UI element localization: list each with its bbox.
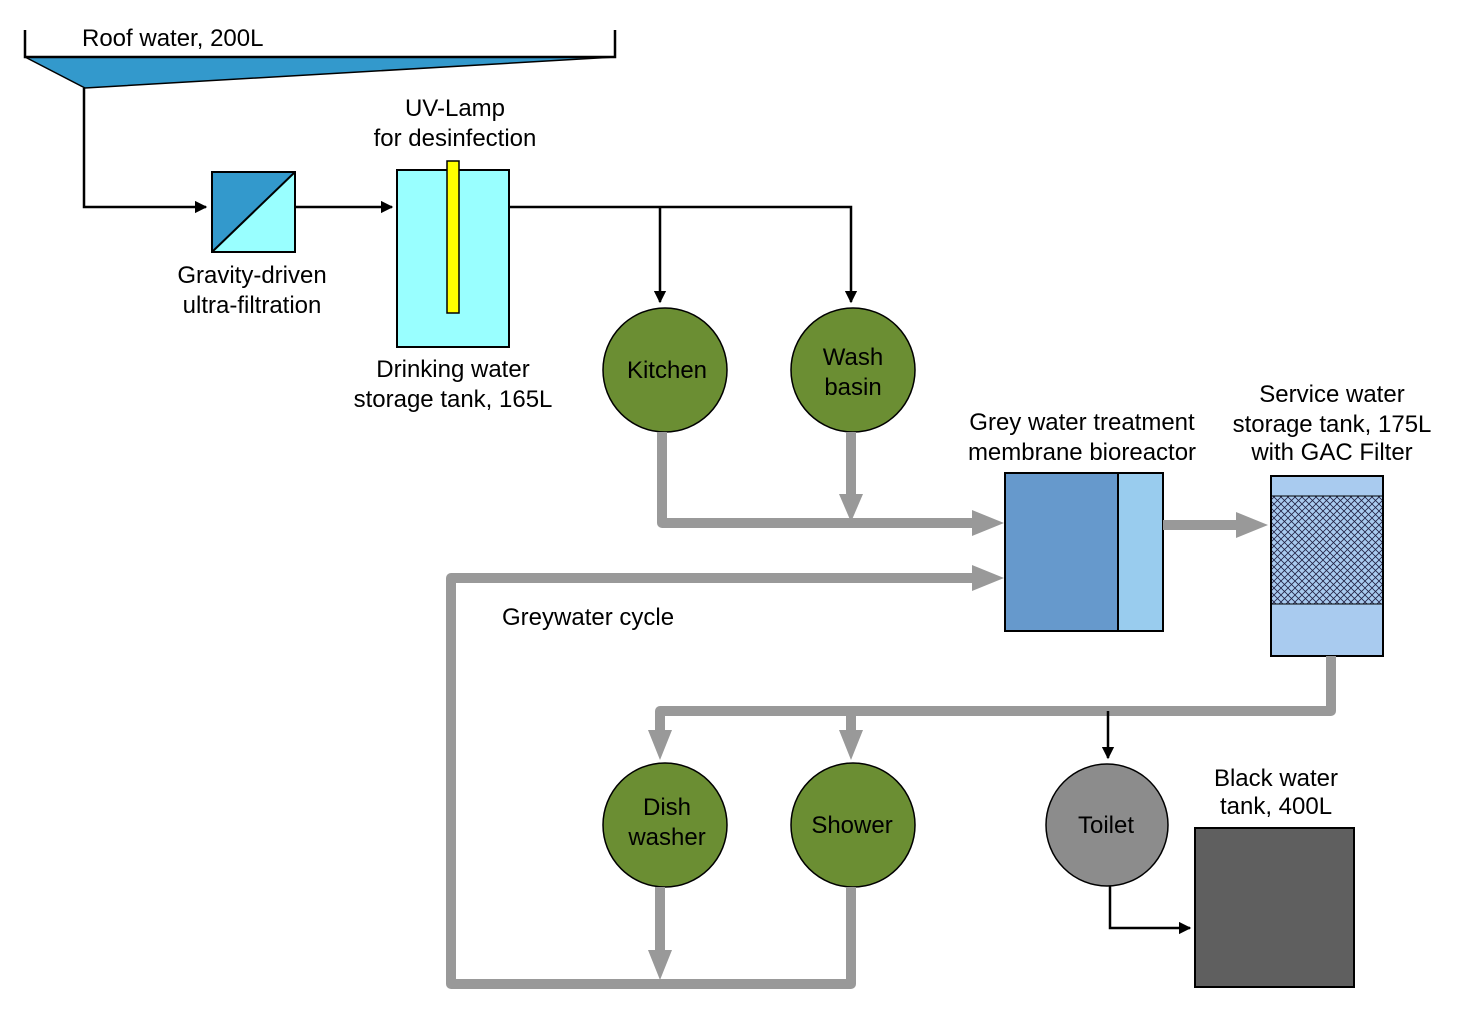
roof-to-filter-pipe <box>82 88 208 214</box>
shower-label: Shower <box>811 812 892 839</box>
bioreactor-inlet-arrowhead <box>972 510 1004 536</box>
wash-basin-label-2: basin <box>824 374 881 401</box>
toilet-label: Toilet <box>1078 812 1134 839</box>
wash-basin-label-1: Wash <box>823 344 883 371</box>
uv-lamp <box>446 160 460 314</box>
ultra-filtration-label-2: ultra-filtration <box>183 292 322 319</box>
roof-water-collector <box>23 30 617 89</box>
dish-washer-label-2: washer <box>627 824 705 851</box>
black-tank-label-1: Black water <box>1214 765 1338 792</box>
greywater-return-arrowhead <box>972 565 1004 591</box>
service-tank-inlet-arrowhead <box>1236 512 1268 538</box>
greywater-cycle-label: Greywater cycle <box>502 604 674 631</box>
dish-washer-drain-arrowhead <box>648 950 672 980</box>
greywater-return-pipe <box>446 573 975 989</box>
kitchen-drain-pipe <box>657 432 975 528</box>
kitchen-label: Kitchen <box>627 357 707 384</box>
bioreactor-label-2: membrane bioreactor <box>968 439 1196 466</box>
service-tank-label-1: Service water <box>1259 381 1404 408</box>
black-tank-label-2: tank, 400L <box>1220 793 1332 820</box>
dish-washer-supply-arrowhead <box>648 730 672 760</box>
tank-to-wash-basin-pipe <box>509 205 858 304</box>
toilet-node <box>1045 763 1169 887</box>
dish-washer-label-1: Dish <box>643 794 691 821</box>
uv-lamp-label-1: UV-Lamp <box>405 95 505 122</box>
drinking-tank-label-1: Drinking water <box>376 356 529 383</box>
black-water-tank <box>1194 827 1355 988</box>
roof-water-label: Roof water, 200L <box>82 25 263 52</box>
wash-basin-drain-arrowhead <box>839 494 863 522</box>
service-water-distribution-pipe <box>655 656 1336 733</box>
drinking-tank-label-2: storage tank, 165L <box>354 386 553 413</box>
bioreactor-label-1: Grey water treatment <box>969 409 1195 436</box>
ultra-filtration-label-1: Gravity-driven <box>177 262 326 289</box>
shower-supply-arrowhead <box>839 730 863 760</box>
service-water-tank <box>1270 475 1384 657</box>
toilet-to-black-tank-pipe <box>1108 886 1192 935</box>
service-tank-label-2: storage tank, 175L <box>1233 411 1432 438</box>
uv-lamp-label-2: for desinfection <box>374 125 537 152</box>
membrane-bioreactor <box>1004 472 1164 632</box>
service-tank-label-3: with GAC Filter <box>1250 439 1412 466</box>
ultra-filtration-unit <box>211 171 296 253</box>
